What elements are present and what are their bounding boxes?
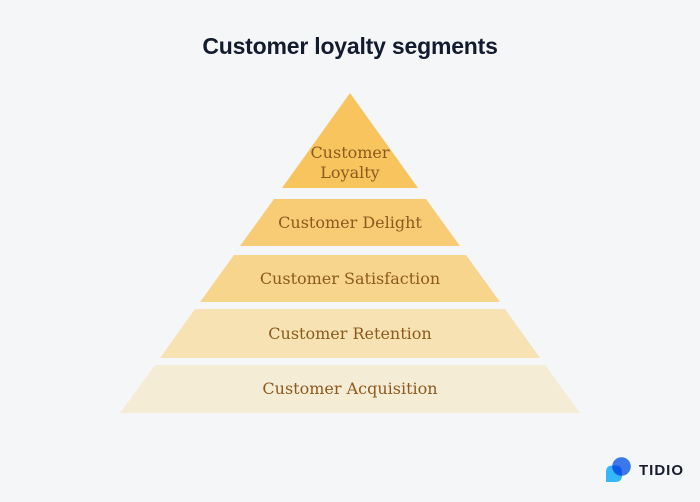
pyramid-level-customer-delight xyxy=(240,199,460,246)
pyramid-level-customer-satisfaction xyxy=(200,255,500,302)
pyramid-label-customer-acquisition: Customer Acquisition xyxy=(262,379,437,398)
pyramid-label-customer-loyalty-line2: Loyalty xyxy=(320,163,379,182)
pyramid-label-customer-loyalty-line1: Customer xyxy=(310,143,389,162)
tidio-logo-icon xyxy=(606,457,631,482)
pyramid-label-customer-delight: Customer Delight xyxy=(278,213,422,232)
pyramid-level-customer-retention xyxy=(160,309,540,358)
pyramid-level-customer-loyalty xyxy=(282,93,418,188)
pyramid-label-customer-retention: Customer Retention xyxy=(268,324,431,343)
brand-wordmark: TIDIO xyxy=(639,461,684,479)
pyramid-level-customer-acquisition xyxy=(120,365,580,413)
pyramid-label-customer-satisfaction: Customer Satisfaction xyxy=(260,269,440,288)
brand-footer: TIDIO xyxy=(604,456,684,484)
page-title: Customer loyalty segments xyxy=(202,33,498,59)
